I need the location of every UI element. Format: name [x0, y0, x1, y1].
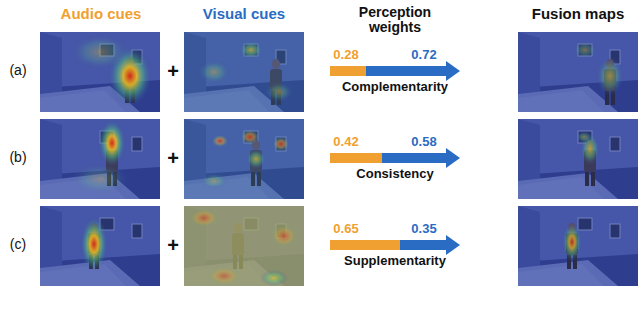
weight-value: 0.58: [411, 135, 436, 149]
plus-sign: +: [167, 234, 179, 256]
audio-map: [40, 32, 160, 112]
column-header: Perception weights: [350, 5, 440, 36]
column-header: Visual cues: [203, 6, 285, 23]
weight-bar: [330, 235, 460, 255]
fusion-map: [518, 119, 638, 199]
weight-bar: [330, 148, 460, 168]
fusion-type: Consistency: [356, 167, 433, 181]
row-tag: (b): [9, 150, 26, 165]
plus-sign: +: [167, 60, 179, 82]
weight-value: 0.42: [333, 135, 358, 149]
row-tag: (a): [9, 63, 26, 78]
audio-map: [40, 206, 160, 286]
visual-map: [184, 32, 304, 112]
fusion-type: Complementarity: [342, 80, 448, 94]
column-header: Audio cues: [61, 6, 142, 23]
weight-value: 0.72: [411, 48, 436, 62]
visual-map: [184, 119, 304, 199]
fusion-map: [518, 206, 638, 286]
visual-map: [184, 206, 304, 286]
column-header: Fusion maps: [532, 6, 625, 23]
plus-sign: +: [167, 147, 179, 169]
weight-bar: [330, 61, 460, 81]
weight-value: 0.35: [411, 222, 436, 236]
fusion-type: Supplementarity: [344, 254, 446, 268]
audio-map: [40, 119, 160, 199]
fusion-map: [518, 32, 638, 112]
weight-value: 0.28: [333, 48, 358, 62]
row-tag: (c): [10, 237, 26, 252]
weight-value: 0.65: [333, 222, 358, 236]
